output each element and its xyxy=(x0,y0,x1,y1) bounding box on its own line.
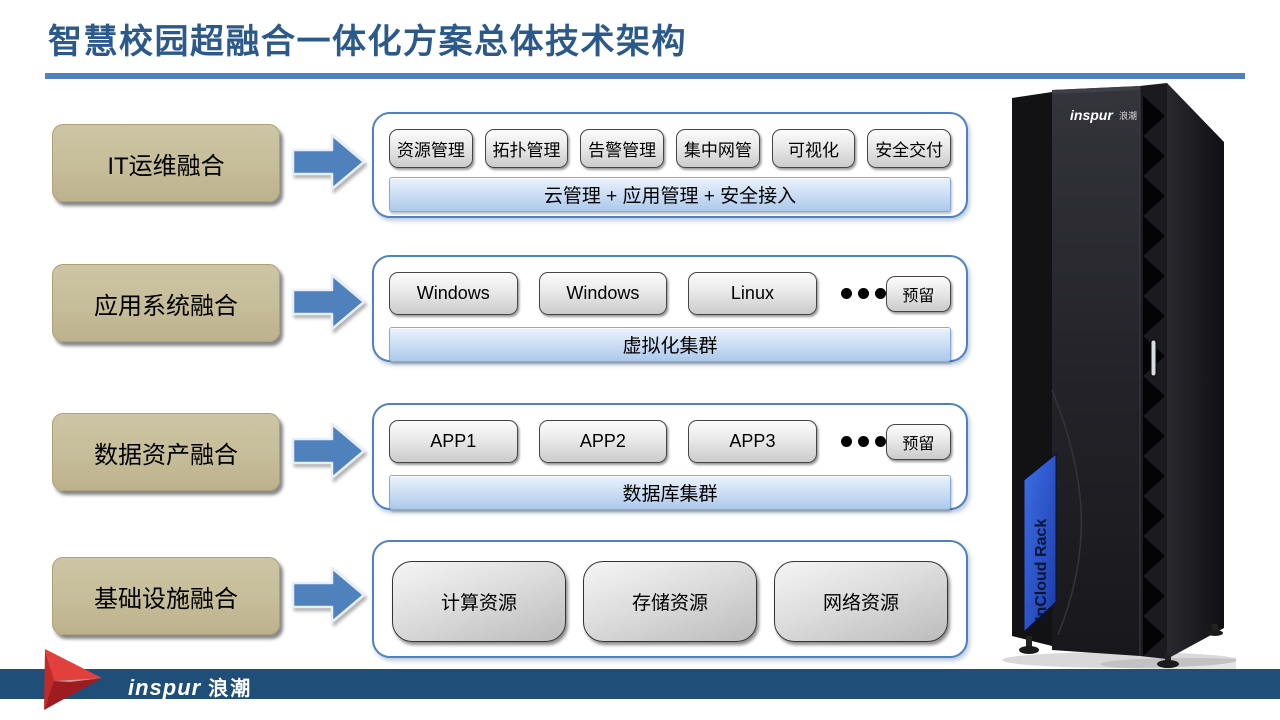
chip-app3: APP3 xyxy=(688,420,817,463)
chip-app1: APP1 xyxy=(389,420,518,463)
category-infrastructure: 基础设施融合 xyxy=(52,557,280,635)
incloud-rack-sticker xyxy=(1023,452,1057,634)
chip-central-netmgmt: 集中网管 xyxy=(676,129,760,168)
panel-app-systems: Windows Windows Linux 预留 虚拟化集群 xyxy=(372,255,968,362)
chip-topology-mgmt: 拓扑管理 xyxy=(484,129,569,168)
flow-arrow-icon xyxy=(291,564,367,626)
title-underline xyxy=(45,73,1245,79)
panel-it-ops: 资源管理 拓扑管理 告警管理 集中网管 可视化 安全交付 云管理 + 应用管理 … xyxy=(372,112,968,218)
rack-door-handle xyxy=(1150,339,1157,377)
rack-front-door xyxy=(1052,86,1140,656)
chip-app2: APP2 xyxy=(538,420,668,463)
chip-reserved: 预留 xyxy=(885,275,952,312)
panel-data-assets: APP1 APP2 APP3 预留 数据库集群 xyxy=(372,403,968,510)
category-it-ops: IT运维融合 xyxy=(52,124,280,202)
chip-row: 资源管理 拓扑管理 告警管理 集中网管 可视化 安全交付 xyxy=(389,129,952,168)
footer-brand: inspur 浪潮 xyxy=(128,672,252,701)
footer-brand-cn: 浪潮 xyxy=(208,678,253,700)
inspur-logo-icon xyxy=(40,648,106,712)
chip-windows-1: Windows xyxy=(389,272,518,315)
flow-arrow-icon xyxy=(291,131,367,193)
bar-cloud-mgmt: 云管理 + 应用管理 + 安全接入 xyxy=(389,177,951,212)
bar-virtualization-cluster: 虚拟化集群 xyxy=(389,327,951,362)
ellipsis-dots-icon xyxy=(840,288,886,299)
ellipsis-dots-icon xyxy=(840,436,886,447)
footer-bar xyxy=(0,669,1280,699)
rack-brand-logo: inspur xyxy=(1070,107,1114,123)
page-title: 智慧校园超融合一体化方案总体技术架构 xyxy=(48,23,687,61)
incloud-rack-sticker-text: InCloud Rack xyxy=(1033,519,1050,621)
box-storage-resources: 存储资源 xyxy=(583,561,757,642)
chip-secure-delivery: 安全交付 xyxy=(867,129,952,168)
chip-linux: Linux xyxy=(688,272,817,315)
box-network-resources: 网络资源 xyxy=(774,561,948,642)
box-compute-resources: 计算资源 xyxy=(392,561,566,642)
chip-windows-2: Windows xyxy=(538,272,668,315)
bar-database-cluster: 数据库集群 xyxy=(389,475,951,510)
flow-arrow-icon xyxy=(291,271,367,333)
resource-row: 计算资源 存储资源 网络资源 xyxy=(392,561,948,642)
category-app-systems: 应用系统融合 xyxy=(52,264,280,342)
category-data-assets: 数据资产融合 xyxy=(52,413,280,491)
footer-brand-en: inspur xyxy=(128,675,202,700)
chip-row: APP1 APP2 APP3 预留 xyxy=(389,420,952,463)
rack-image: inspur 浪潮 InCloud Rack xyxy=(1000,80,1280,672)
chip-visualization: 可视化 xyxy=(771,129,856,168)
rack-vent-triangles xyxy=(1143,96,1165,656)
chip-resource-mgmt: 资源管理 xyxy=(389,129,473,168)
rack-brand-cn: 浪潮 xyxy=(1119,110,1137,121)
flow-arrow-icon xyxy=(291,420,367,482)
chip-row: Windows Windows Linux 预留 xyxy=(389,272,952,315)
chip-reserved: 预留 xyxy=(885,423,952,460)
chip-alarm-mgmt: 告警管理 xyxy=(580,129,665,168)
panel-infrastructure: 计算资源 存储资源 网络资源 xyxy=(372,540,968,658)
rack-side-panel xyxy=(1167,83,1224,659)
rack-feet xyxy=(1019,624,1223,668)
